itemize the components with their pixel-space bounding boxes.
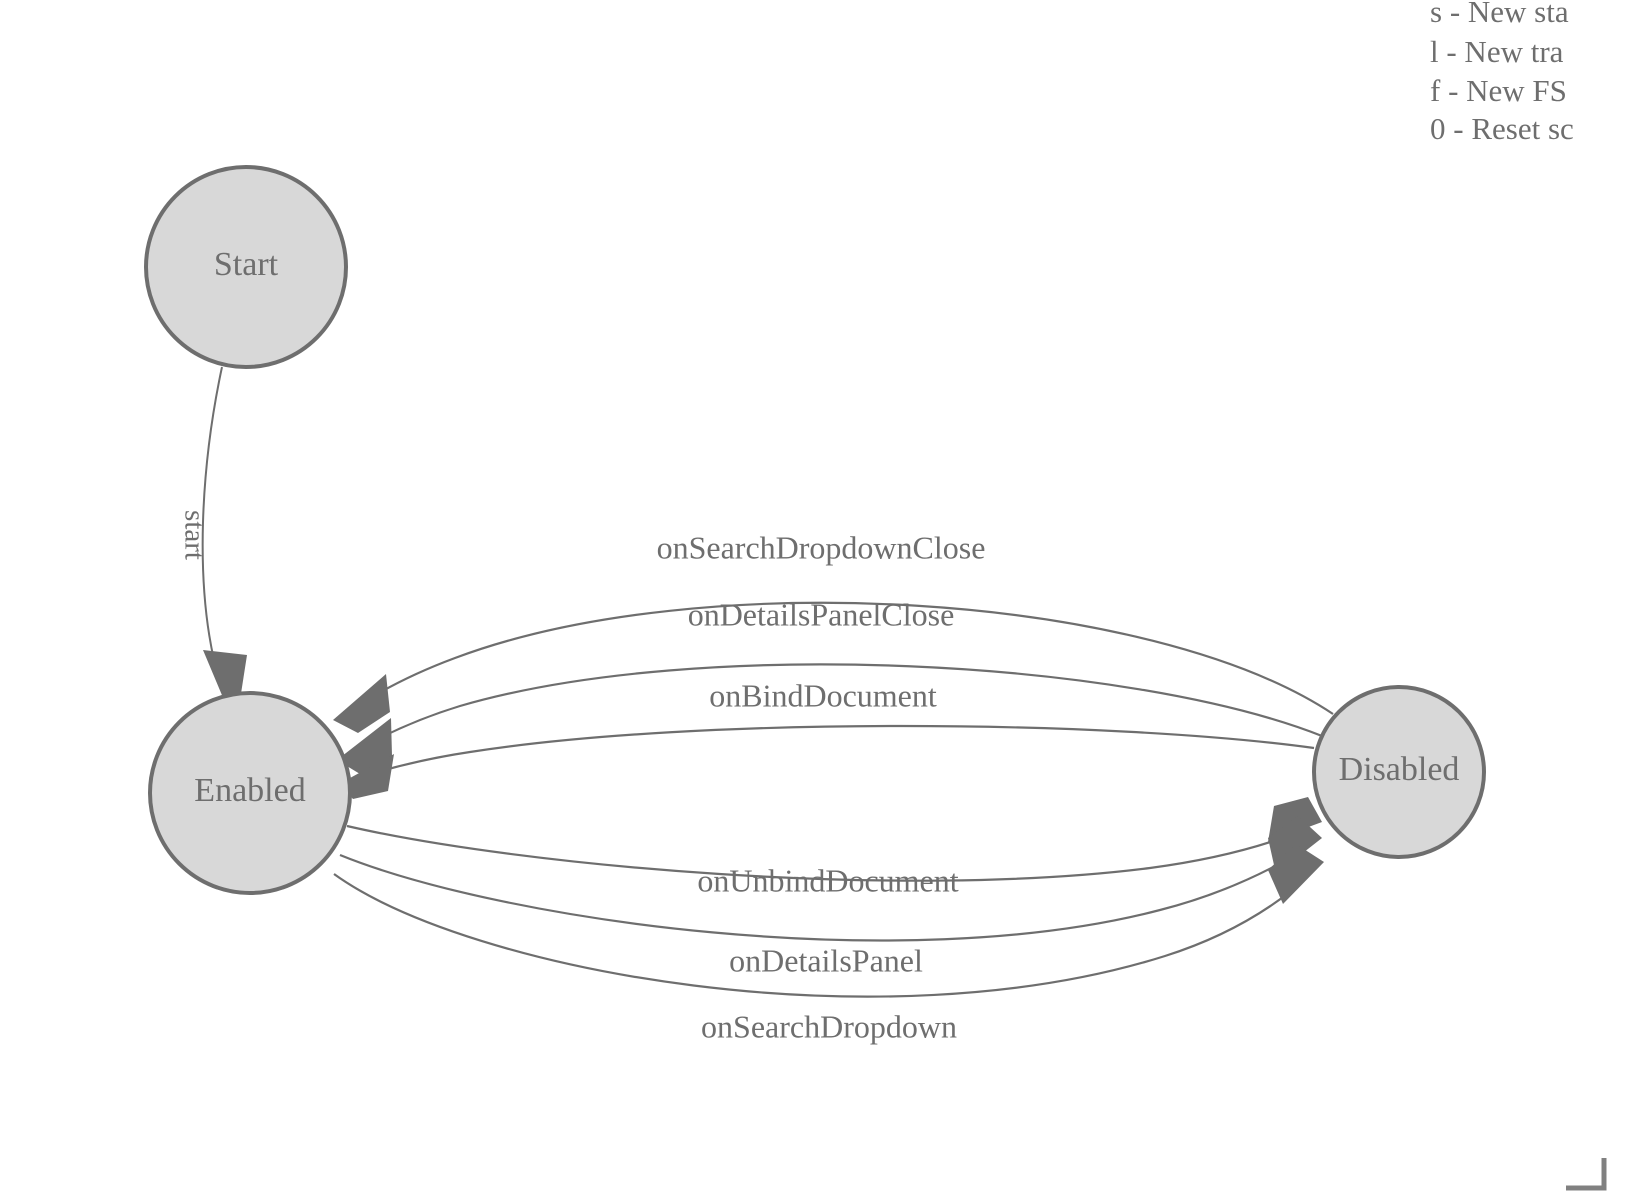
state-circle-enabled[interactable] <box>148 691 352 895</box>
transition-label-bind-document: onBindDocument <box>709 677 937 713</box>
transition-group-enabled-to-disabled <box>333 797 1324 998</box>
state-label-enabled: Enabled <box>194 772 305 809</box>
state-label-disabled: Disabled <box>1339 751 1460 788</box>
help-line-new-state: s - New sta <box>1430 0 1569 29</box>
state-circle-disabled[interactable] <box>1312 685 1486 859</box>
help-line-new-fsm: f - New FS <box>1430 73 1567 108</box>
transition-label-start: start <box>178 510 210 560</box>
transition-label-search-dropdown-close: onSearchDropdownClose <box>657 529 986 565</box>
arrow-head-search-dropdown <box>1268 844 1324 904</box>
arrow-head-details-panel-close <box>337 718 392 774</box>
state-node-enabled[interactable]: Enabled <box>148 691 352 895</box>
transition-group-disabled-to-enabled <box>333 601 1334 799</box>
transition-edge-start[interactable] <box>201 366 223 661</box>
arrow-head-search-dropdown-close <box>333 674 390 733</box>
transition-edge-bind-document[interactable] <box>373 724 1315 775</box>
state-node-disabled[interactable]: Disabled <box>1312 685 1486 859</box>
transition-label-search-dropdown: onSearchDropdown <box>701 1008 957 1044</box>
arrow-head-start <box>203 650 247 700</box>
state-circle-start[interactable] <box>144 165 348 369</box>
transition-edge-details-panel-close[interactable] <box>371 663 1323 743</box>
transition-label-details-panel-close: onDetailsPanelClose <box>688 596 955 632</box>
arrow-head-bind-document <box>339 754 394 799</box>
transition-label-details-panel: onDetailsPanel <box>729 942 923 978</box>
transition-edge-unbind-document[interactable] <box>346 824 1289 882</box>
transition-edge-search-dropdown-close[interactable] <box>366 601 1334 715</box>
help-overlay: s - New sta l - New tra f - New FS 0 - R… <box>1430 0 1574 146</box>
transition-label-group: onSearchDropdownClose onDetailsPanelClos… <box>657 529 986 1044</box>
state-node-start[interactable]: Start <box>144 165 348 369</box>
transition-group-start: start <box>178 366 247 700</box>
transition-edge-details-panel[interactable] <box>339 853 1291 942</box>
transition-label-unbind-document: onUnbindDocument <box>697 862 958 898</box>
help-line-reset-scene: 0 - Reset sc <box>1430 111 1574 146</box>
help-line-new-transition: l - New tra <box>1430 34 1564 69</box>
transition-edge-search-dropdown[interactable] <box>333 873 1296 998</box>
state-label-start: Start <box>214 246 279 283</box>
corner-bracket-marker[interactable] <box>1566 1158 1607 1191</box>
